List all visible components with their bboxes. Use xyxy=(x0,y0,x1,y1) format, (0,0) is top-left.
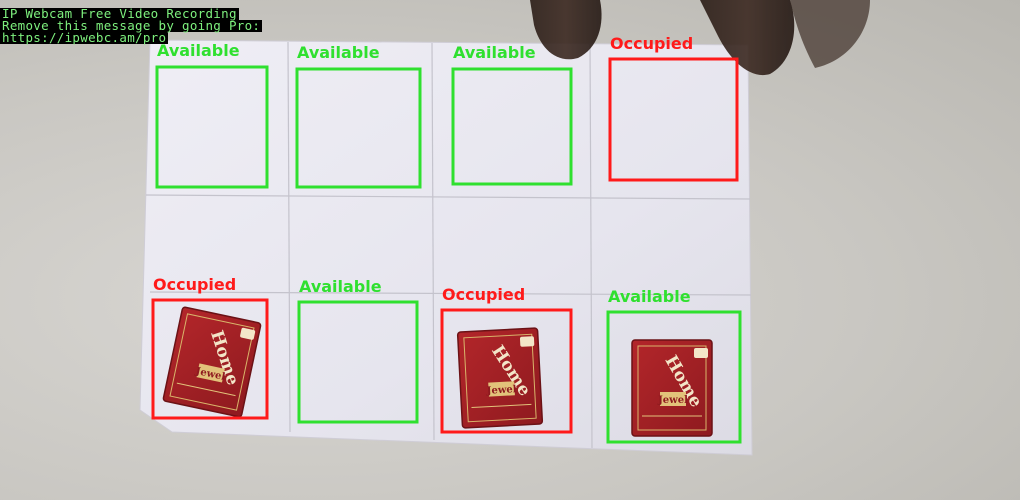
matchbox-2 xyxy=(456,327,544,429)
slot-label-6: Available xyxy=(299,277,382,296)
watermark-line-1: IP Webcam Free Video Recording xyxy=(0,6,239,21)
paper-grid xyxy=(145,41,752,449)
slot-box-8 xyxy=(606,310,742,444)
paper-sheet xyxy=(139,39,753,456)
matchbox-3 xyxy=(631,339,713,437)
watermark-line-2: Remove this message by going Pro: xyxy=(0,18,263,33)
slot-label-1: Available xyxy=(157,41,240,60)
slot-box-1 xyxy=(155,65,269,189)
slot-label-4: Occupied xyxy=(610,34,694,53)
slot-label-2: Available xyxy=(297,43,380,62)
slot-box-5 xyxy=(151,298,269,420)
hand-shadow xyxy=(530,0,870,76)
slot-box-2 xyxy=(295,67,422,189)
slot-box-3 xyxy=(451,67,573,186)
slot-label-7: Occupied xyxy=(442,285,526,304)
slot-label-3: Available xyxy=(453,43,536,62)
slot-box-7 xyxy=(440,308,573,434)
slot-box-4 xyxy=(608,57,739,182)
slot-label-8: Available xyxy=(608,287,691,306)
slot-box-6 xyxy=(297,300,419,424)
slot-label-5: Occupied xyxy=(153,275,237,294)
watermark-overlay: IP Webcam Free Video Recording Remove th… xyxy=(0,6,263,45)
watermark-line-3: https://ipwebc.am/pro xyxy=(0,30,169,45)
